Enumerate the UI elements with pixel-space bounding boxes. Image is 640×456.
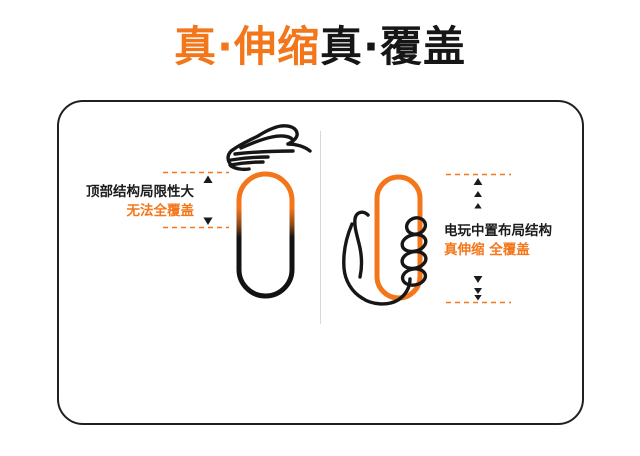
right-callout-line2: 真伸缩 全覆盖 (444, 241, 530, 258)
left-callout: 顶部结构局限性大 无法全覆盖 (86, 183, 194, 220)
page-title-dark: 真·覆盖 (320, 22, 466, 71)
page-title-accent: 真·伸缩 (174, 22, 320, 71)
left-callout-line2: 无法全覆盖 (126, 202, 195, 219)
page-title: 真·伸缩真·覆盖 (0, 22, 640, 72)
right-callout: 电玩中置布局结构 真伸缩 全覆盖 (444, 222, 552, 259)
right-callout-line1: 电玩中置布局结构 (444, 223, 552, 239)
panel-divider (320, 131, 321, 324)
left-callout-line1: 顶部结构局限性大 (86, 184, 194, 200)
